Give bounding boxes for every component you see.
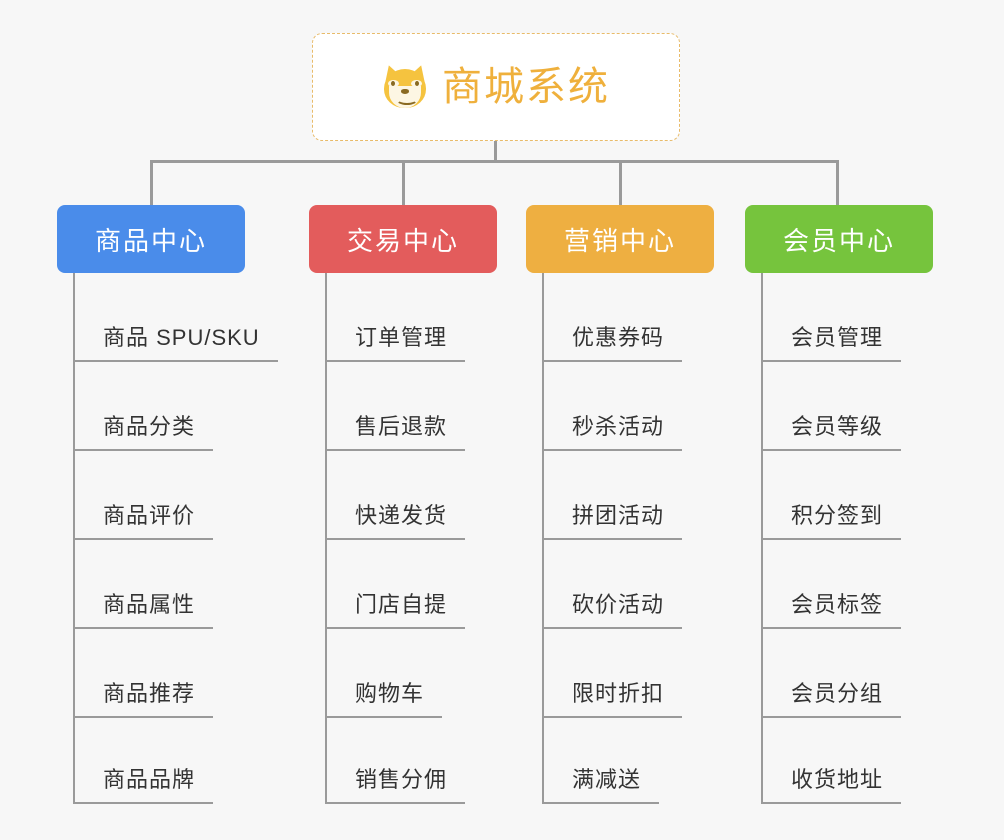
connector-drop-4: [836, 160, 839, 207]
list-item[interactable]: 门店自提: [325, 540, 466, 629]
list-item[interactable]: 商品 SPU/SKU: [73, 273, 278, 362]
leaf-label: 商品 SPU/SKU: [73, 320, 278, 362]
list-item[interactable]: 砍价活动: [542, 540, 683, 629]
list-item[interactable]: 积分签到: [761, 451, 902, 540]
list-item[interactable]: 商品评价: [73, 451, 278, 540]
leaf-label: 商品品牌: [73, 762, 214, 804]
category-node-3[interactable]: 营销中心: [526, 205, 714, 273]
branch-2: 交易中心: [309, 205, 497, 273]
category-node-4-label: 会员中心: [782, 225, 895, 256]
connector-drop-2: [402, 160, 405, 207]
list-item[interactable]: 商品品牌: [73, 718, 278, 804]
leaf-label: 售后退款: [325, 409, 466, 451]
leaf-label: 会员分组: [761, 676, 902, 718]
leaf-list-4: 会员管理 会员等级 积分签到 会员标签 会员分组 收货地址: [761, 273, 902, 804]
list-item[interactable]: 商品推荐: [73, 629, 278, 718]
shiba-inu-dog-face-icon: [381, 62, 429, 109]
category-node-1[interactable]: 商品中心: [57, 205, 245, 273]
leaf-label: 会员等级: [761, 409, 902, 451]
leaf-label: 商品推荐: [73, 676, 214, 718]
leaf-list-1: 商品 SPU/SKU 商品分类 商品评价 商品属性 商品推荐 商品品牌: [73, 273, 278, 804]
list-item[interactable]: 满减送: [542, 718, 682, 804]
category-node-1-label: 商品中心: [94, 225, 207, 256]
list-item[interactable]: 商品属性: [73, 540, 278, 629]
leaf-label: 限时折扣: [542, 676, 683, 718]
leaf-list-3: 优惠券码 秒杀活动 拼团活动 砍价活动 限时折扣 满减送: [542, 273, 683, 804]
leaf-label: 满减送: [542, 762, 660, 804]
branch-1: 商品中心: [57, 205, 245, 273]
list-item[interactable]: 优惠券码: [542, 273, 683, 362]
list-item[interactable]: 会员分组: [761, 629, 902, 718]
leaf-label: 秒杀活动: [542, 409, 683, 451]
leaf-label: 商品属性: [73, 587, 214, 629]
list-item[interactable]: 收货地址: [761, 718, 902, 804]
category-node-4[interactable]: 会员中心: [745, 205, 933, 273]
list-item[interactable]: 会员标签: [761, 540, 902, 629]
list-item[interactable]: 拼团活动: [542, 451, 683, 540]
list-item[interactable]: 销售分佣: [325, 718, 466, 804]
category-node-2-label: 交易中心: [346, 225, 459, 256]
list-item[interactable]: 会员管理: [761, 273, 902, 362]
leaf-label: 拼团活动: [542, 498, 683, 540]
leaf-list-2: 订单管理 售后退款 快递发货 门店自提 购物车 销售分佣: [325, 273, 466, 804]
leaf-label: 商品评价: [73, 498, 214, 540]
branch-3: 营销中心: [526, 205, 714, 273]
list-item[interactable]: 会员等级: [761, 362, 902, 451]
connector-drop-1: [150, 160, 153, 207]
leaf-label: 订单管理: [325, 320, 466, 362]
leaf-label: 收货地址: [761, 762, 902, 804]
connector-root-stem: [494, 141, 497, 163]
category-node-3-label: 营销中心: [563, 225, 676, 256]
leaf-label: 优惠券码: [542, 320, 683, 362]
connector-drop-3: [619, 160, 622, 207]
list-item[interactable]: 限时折扣: [542, 629, 683, 718]
list-item[interactable]: 秒杀活动: [542, 362, 683, 451]
leaf-label: 门店自提: [325, 587, 466, 629]
root-node[interactable]: 商城系统: [312, 33, 680, 141]
category-node-2[interactable]: 交易中心: [309, 205, 497, 273]
leaf-label: 商品分类: [73, 409, 214, 451]
leaf-label: 快递发货: [325, 498, 466, 540]
list-item[interactable]: 购物车: [325, 629, 465, 718]
list-item[interactable]: 订单管理: [325, 273, 466, 362]
branch-4: 会员中心: [745, 205, 933, 273]
leaf-label: 销售分佣: [325, 762, 466, 804]
list-item[interactable]: 快递发货: [325, 451, 466, 540]
leaf-label: 购物车: [325, 676, 443, 718]
leaf-label: 会员标签: [761, 587, 902, 629]
leaf-label: 砍价活动: [542, 587, 683, 629]
connector-horizontal-bus: [150, 160, 838, 163]
leaf-label: 会员管理: [761, 320, 902, 362]
list-item[interactable]: 商品分类: [73, 362, 278, 451]
leaf-label: 积分签到: [761, 498, 902, 540]
list-item[interactable]: 售后退款: [325, 362, 466, 451]
root-node-title: 商城系统: [442, 65, 610, 109]
